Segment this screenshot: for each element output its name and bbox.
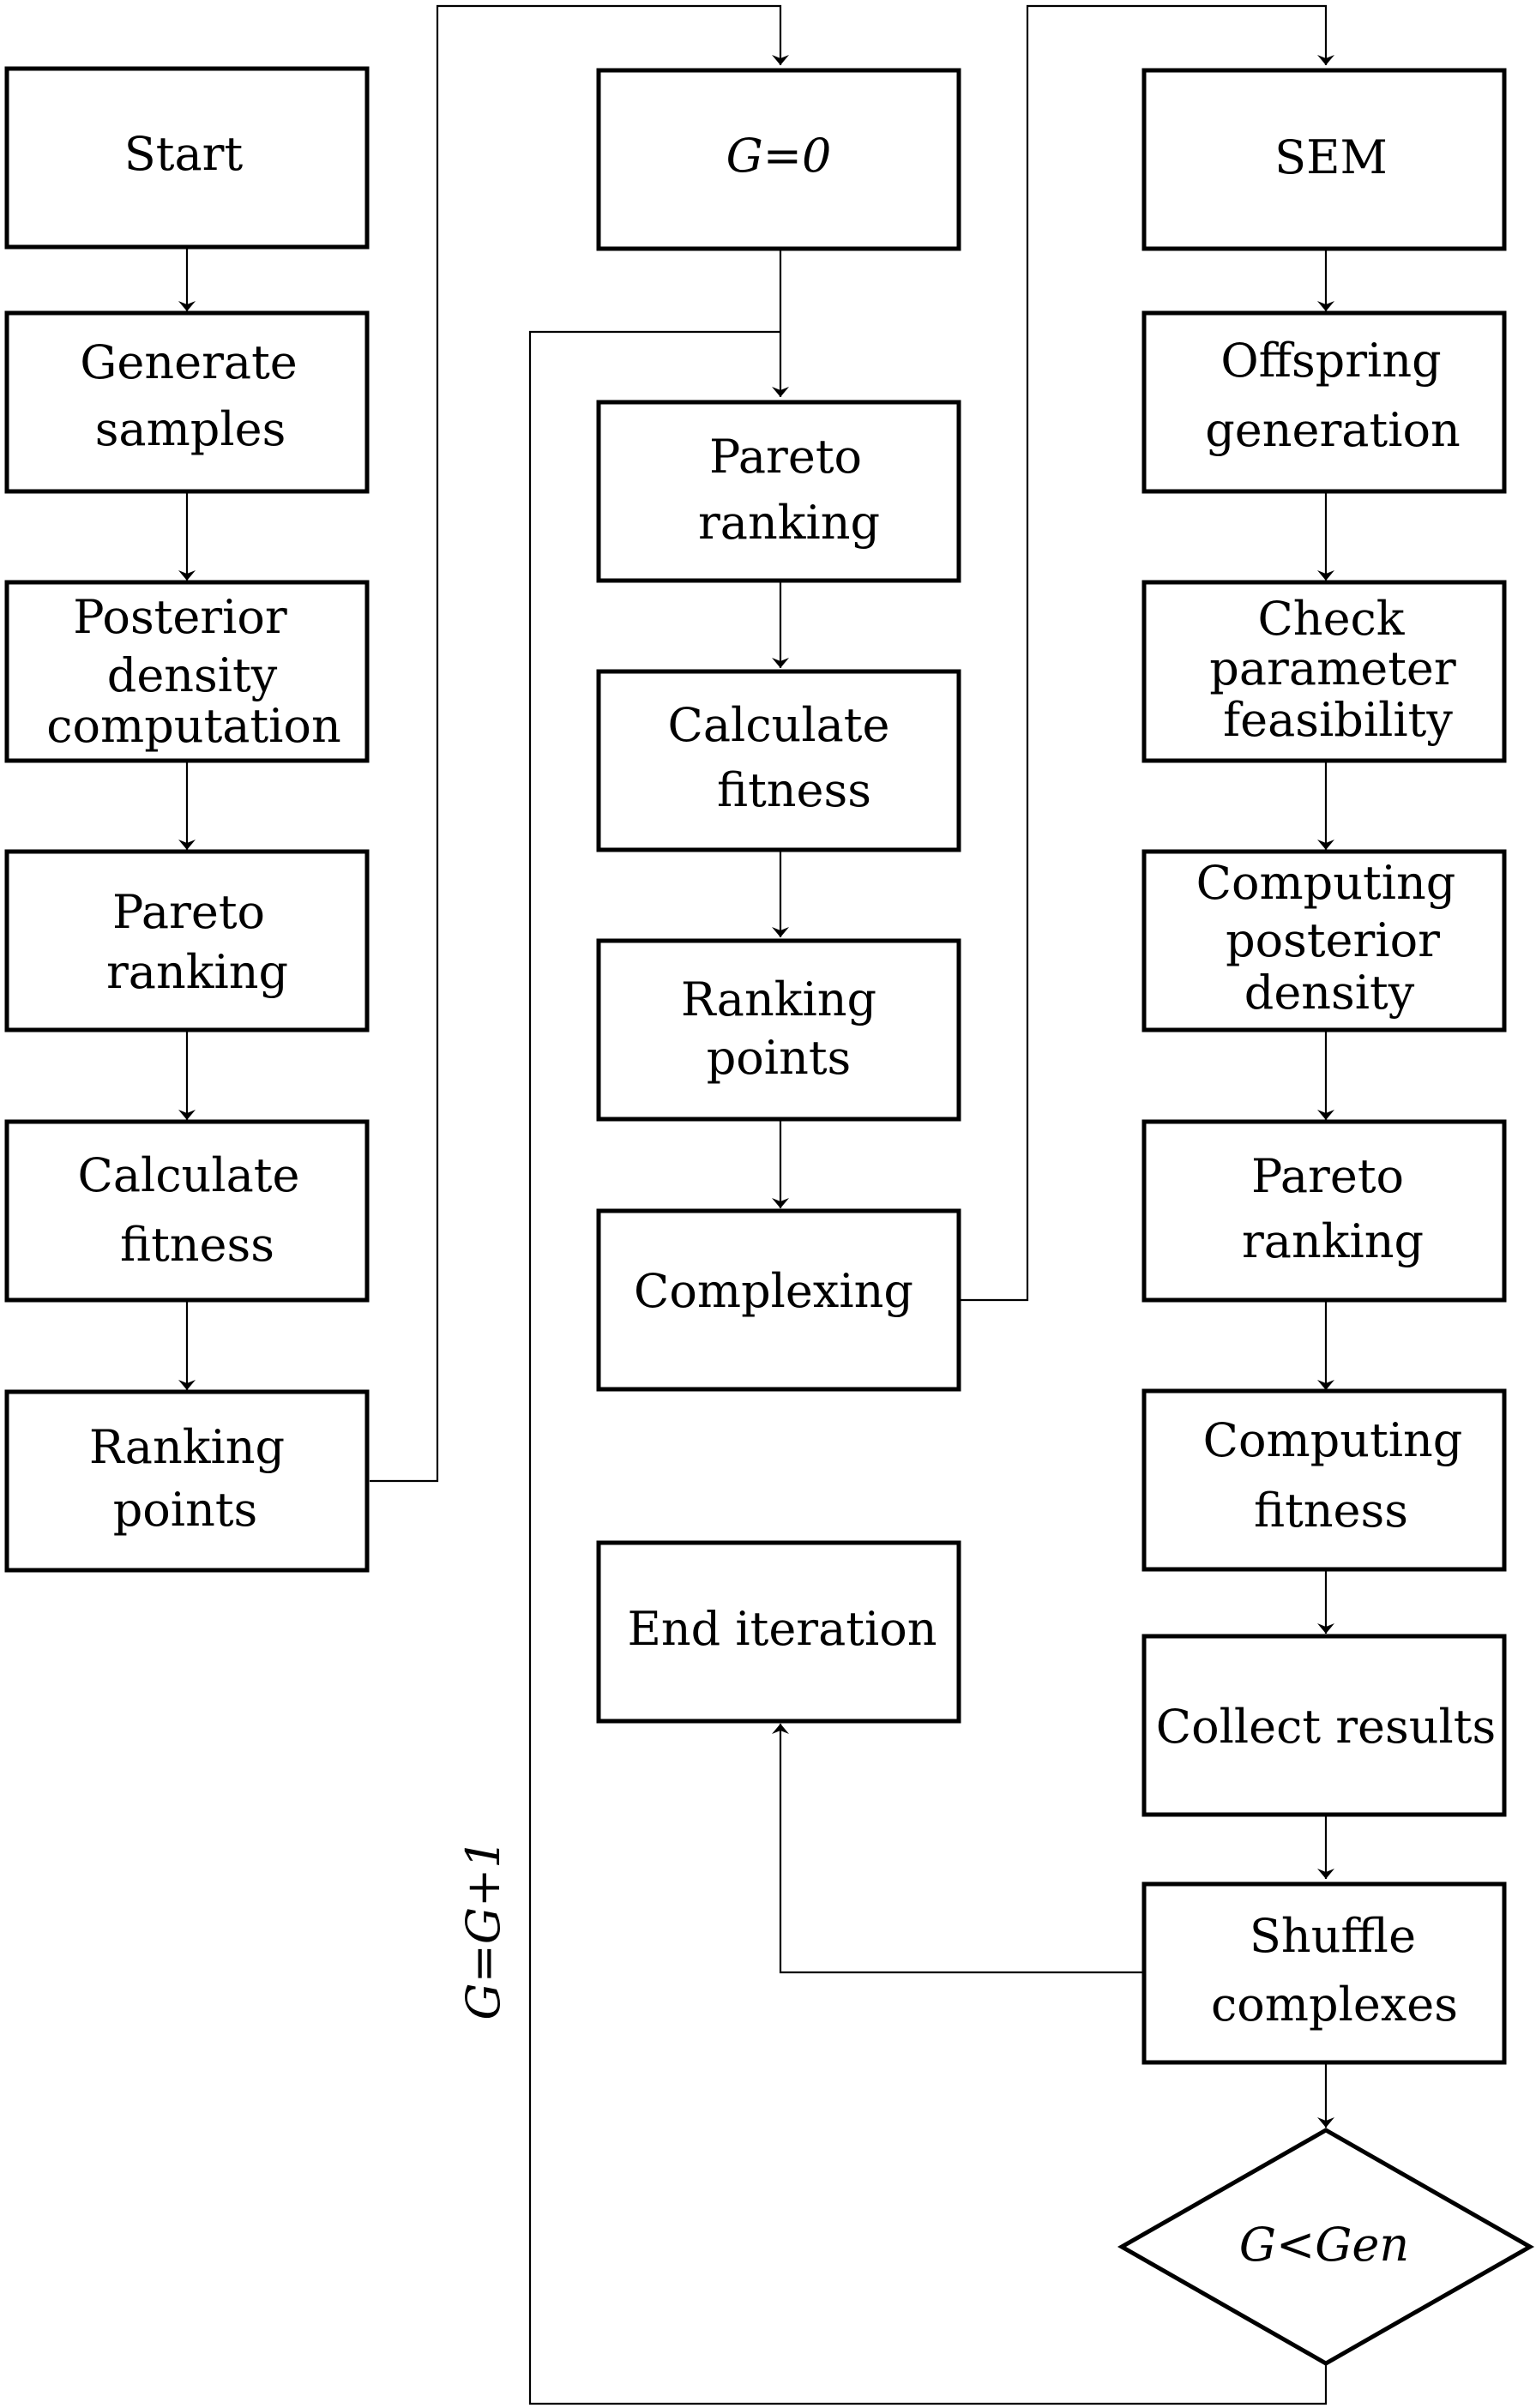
arrow-ranking-to-g0 [370,4,789,1483]
decision-label: G<Gen [1239,2218,1409,2272]
generate-samples-label-2: samples [95,402,286,456]
start-box: Start [4,66,370,250]
check-label-1: Check [1257,592,1405,646]
pareto-ranking-2-label-1: Pareto [709,430,862,484]
offspring-label-2: generation [1205,403,1461,457]
shuffle-label-2: complexes [1211,1978,1458,2032]
arrow-shuffle-to-end [772,1724,1144,1974]
computing-posterior-box: Computing posterior density [1141,849,1507,1032]
posterior-density-label-1: Posterior [73,590,287,644]
computing-posterior-label-3: density [1244,966,1415,1020]
offspring-generation-box: Offspring generation [1141,310,1507,494]
check-feasibility-box: Check parameter feasibility [1141,580,1507,763]
computing-fitness-box: Computing fitness [1141,1388,1507,1572]
pareto-ranking-2-label-2: ranking [698,496,880,550]
calculate-fitness-box-2: Calculate fitness [596,669,961,852]
posterior-density-box: Posterior density computation [4,580,370,763]
check-label-2: parameter [1209,641,1456,695]
calculate-fitness-2-label-2: fitness [717,763,871,817]
pareto-ranking-box-1: Pareto ranking [4,849,370,1032]
loop-back-line [528,330,1328,2405]
sem-label: SEM [1274,130,1388,184]
posterior-density-label-3: computation [46,699,340,753]
generate-samples-label-1: Generate [80,335,298,389]
ranking-points-label-1: Ranking [89,1420,285,1474]
start-label: Start [124,127,244,181]
shuffle-complexes-box: Shuffle complexes [1141,1881,1507,2065]
pareto-ranking-3-label-2: ranking [1242,1214,1424,1268]
calculate-fitness-2-label-1: Calculate [668,698,890,752]
collect-results-label: Collect results [1156,1700,1496,1754]
collect-results-box: Collect results [1141,1634,1507,1817]
ranking-points-box-2: Ranking points [596,938,961,1122]
pareto-ranking-box-2: Pareto ranking [596,400,961,583]
g-zero-label: G=0 [726,129,832,183]
pareto-ranking-box-3: Pareto ranking [1141,1119,1507,1303]
decision-diamond: G<Gen [1117,2128,1535,2366]
calculate-fitness-label-2: fitness [120,1218,274,1272]
column-3: SEM Offspring generation Check parameter… [1117,68,1535,2366]
computing-fitness-label-2: fitness [1254,1484,1408,1538]
pareto-ranking-label-1: Pareto [112,885,265,939]
shuffle-label-1: Shuffle [1250,1909,1416,1963]
g-zero-box: G=0 [596,68,961,251]
sem-box: SEM [1141,68,1507,251]
generate-samples-box: Generate samples [4,310,370,494]
posterior-density-label-2: density [107,648,278,702]
end-iteration-label: End iteration [627,1602,937,1656]
check-label-3: feasibility [1223,693,1453,747]
loop-label: G=G+1 [456,1839,510,2020]
ranking-points-label-2: points [113,1483,258,1537]
complexing-label: Complexing [634,1264,913,1318]
arrow-complexing-to-sem [961,4,1334,1302]
column-1: Start Generate samples Posterior density… [4,66,370,1573]
calculate-fitness-label-1: Calculate [78,1148,300,1202]
computing-fitness-label-1: Computing [1203,1413,1463,1467]
ranking-points-2-label-2: points [707,1031,852,1085]
complexing-box: Complexing [596,1208,961,1392]
end-iteration-box: End iteration [596,1540,961,1724]
ranking-points-box-1: Ranking points [4,1389,370,1573]
column-2: G=0 Pareto ranking Calculate fitness Ran… [596,68,961,1724]
offspring-label-1: Offspring [1220,334,1441,388]
computing-posterior-label-2: posterior [1226,913,1440,967]
calculate-fitness-box-1: Calculate fitness [4,1119,370,1303]
computing-posterior-label-1: Computing [1196,856,1456,910]
pareto-ranking-3-label-1: Pareto [1251,1149,1404,1203]
ranking-points-2-label-1: Ranking [681,972,876,1026]
connectors [178,4,1334,2405]
pareto-ranking-label-2: ranking [106,945,288,999]
